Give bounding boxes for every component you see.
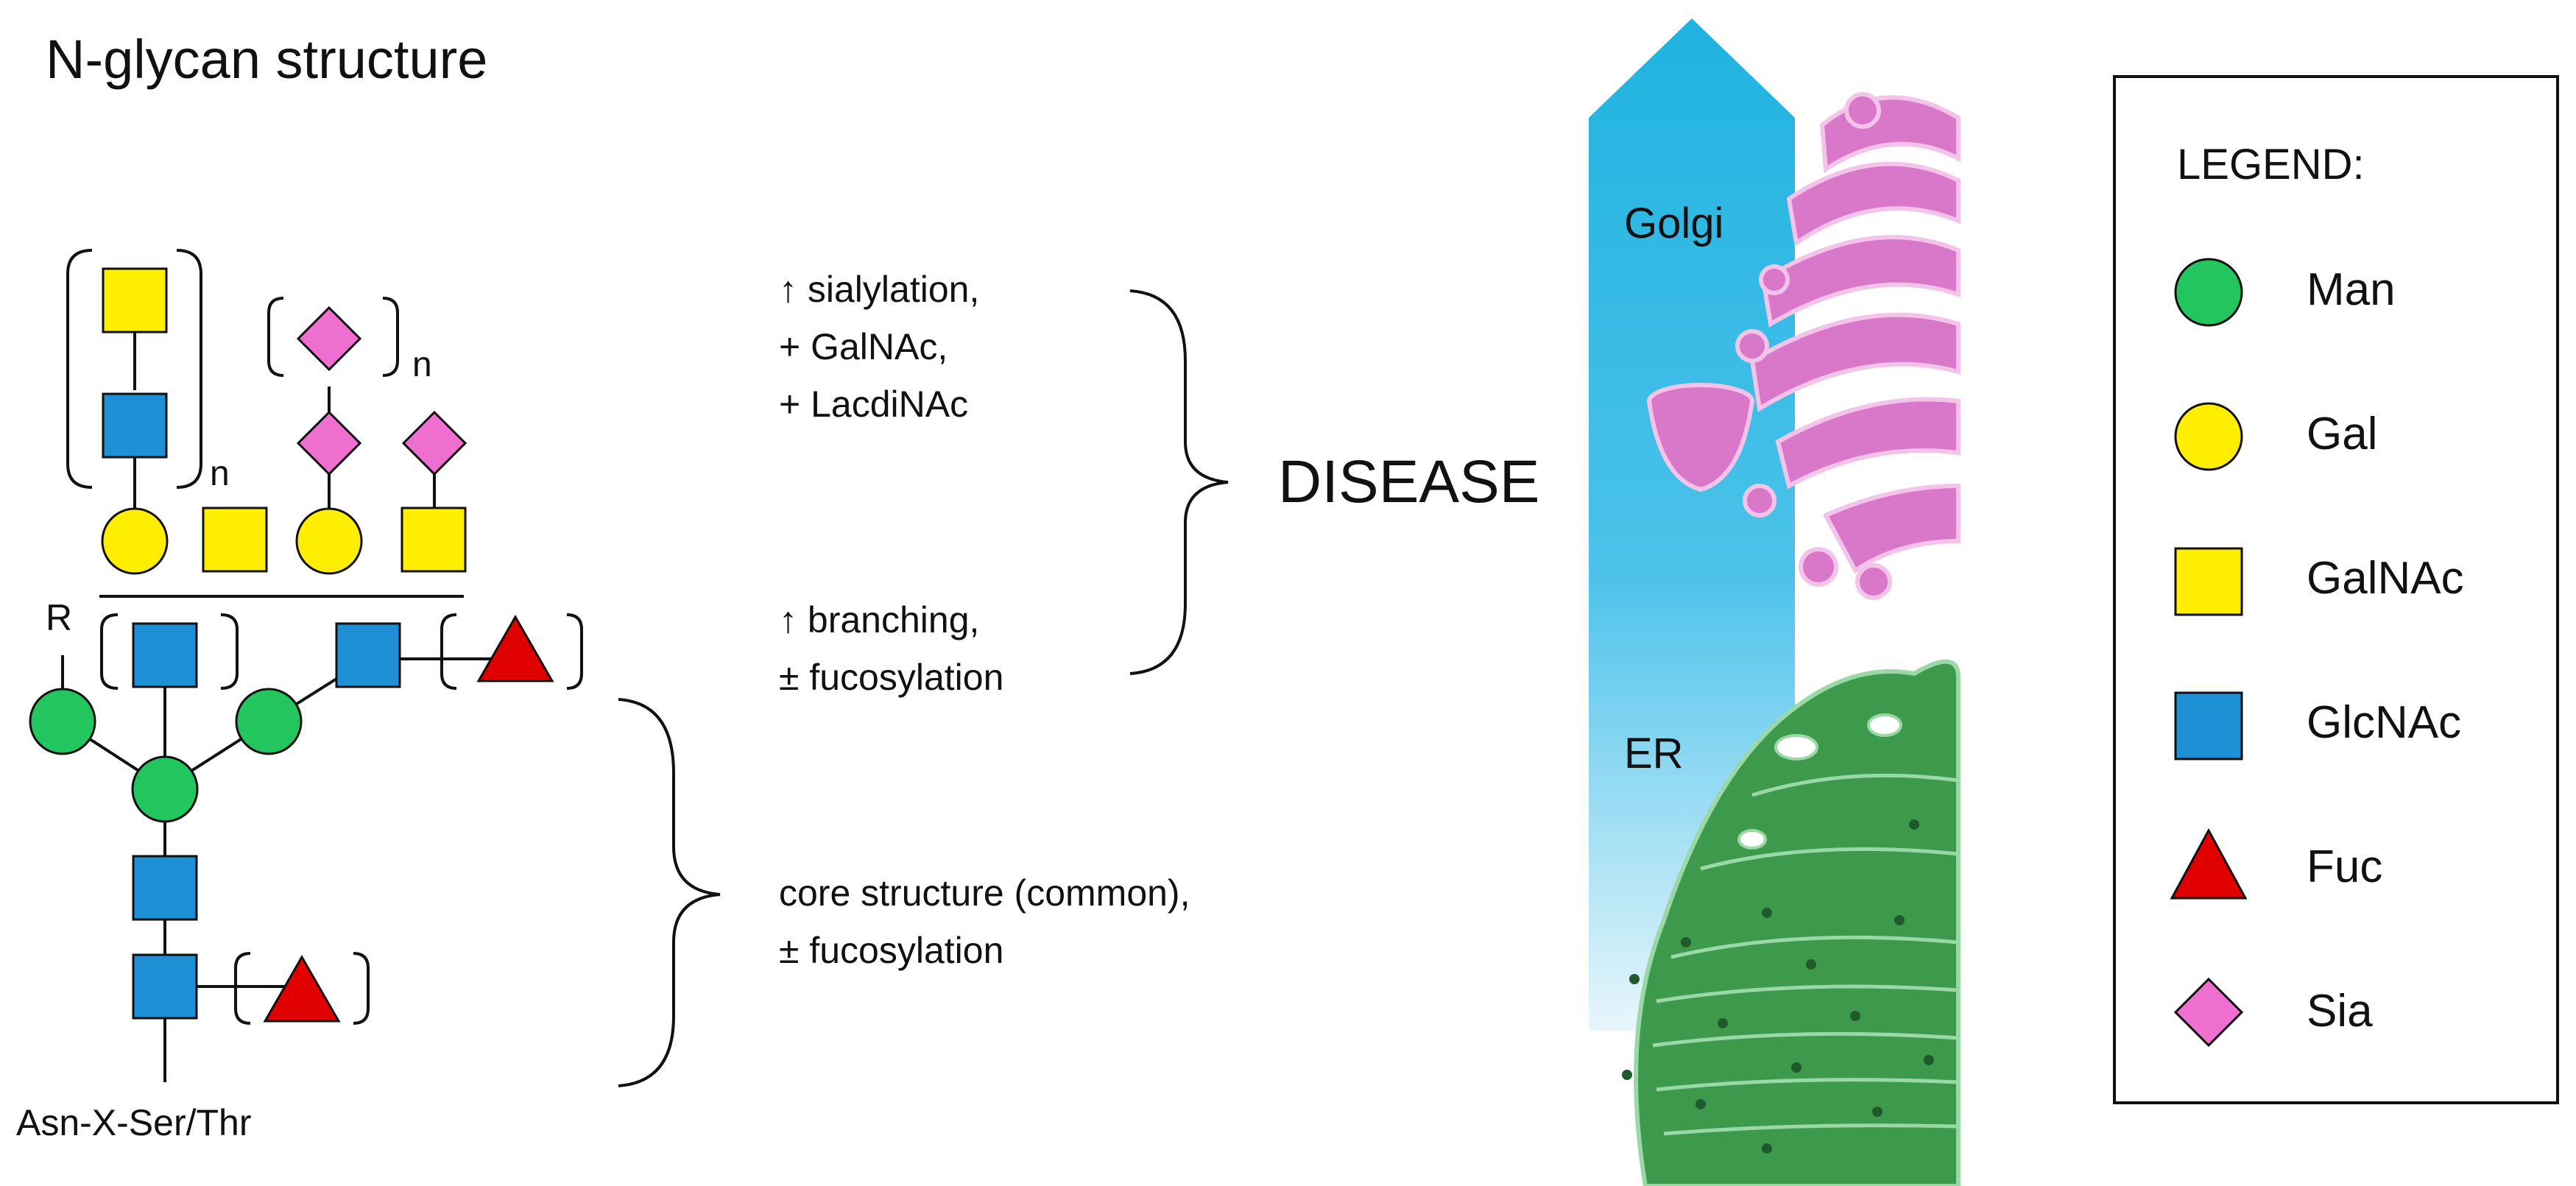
figure-title: N-glycan structure	[46, 29, 488, 90]
r-label: R	[46, 597, 73, 638]
legend-title: LEGEND:	[2177, 141, 2365, 188]
er-icon	[1622, 659, 1961, 1186]
er-label: ER	[1624, 730, 1684, 777]
glycosylation-site-label: Asn-X-Ser/Thr	[16, 1102, 252, 1143]
man-circle-icon	[2174, 258, 2243, 327]
glcnac-square-icon	[132, 622, 198, 688]
fuc-triangle-icon	[476, 614, 554, 682]
legend-box	[2113, 75, 2559, 1104]
legend-symbols	[2170, 258, 2248, 1048]
legend-label-glcnac: GlcNAc	[2307, 697, 2462, 748]
legend-label-galnac: GalNAc	[2307, 553, 2464, 604]
gal-circle-icon	[295, 507, 363, 575]
glcnac-square-icon	[132, 855, 198, 921]
galnac-square-icon	[2174, 547, 2243, 616]
sia-diamond-icon	[296, 410, 362, 476]
man-circle-icon	[29, 688, 96, 755]
note-line: + LacdiNAc	[779, 384, 969, 425]
golgi-icon	[1647, 92, 1961, 600]
legend-label-gal: Gal	[2307, 409, 2378, 459]
galnac-square-icon	[102, 267, 168, 333]
note-sialylation: ↑ sialylation, + GalNAc, + LacdiNAc	[779, 261, 979, 433]
note-line: ± fucosylation	[779, 657, 1004, 698]
glcnac-square-icon	[132, 953, 198, 1020]
man-circle-icon	[131, 755, 199, 823]
gal-circle-icon	[101, 507, 169, 575]
note-line: + GalNAc,	[779, 326, 948, 367]
fuc-triangle-icon	[2170, 827, 2248, 900]
brace-disease	[1129, 289, 1229, 675]
repeat-n-label: n	[412, 345, 432, 384]
glcnac-square-icon	[335, 622, 401, 688]
note-branching: ↑ branching, ± fucosylation	[779, 591, 1003, 706]
braces	[618, 289, 1229, 1087]
golgi-label: Golgi	[1624, 200, 1724, 247]
repeat-n-label: n	[210, 454, 230, 493]
note-core-structure: core structure (common), ± fucosylation	[779, 864, 1190, 979]
brace-core	[618, 698, 721, 1087]
note-line: ↑ sialylation,	[779, 269, 980, 310]
fuc-triangle-icon	[263, 954, 341, 1023]
galnac-square-icon	[202, 506, 268, 573]
n-glycan-diagram	[29, 249, 583, 1082]
note-line: ↑ branching,	[779, 599, 980, 640]
disease-label: DISEASE	[1278, 448, 1540, 515]
glcnac-square-icon	[2174, 691, 2243, 760]
gal-circle-icon	[2174, 402, 2243, 471]
glcnac-square-icon	[102, 392, 168, 459]
galnac-square-icon	[400, 506, 467, 573]
sia-diamond-icon	[2173, 977, 2244, 1048]
legend-label-man: Man	[2307, 264, 2396, 315]
note-line: core structure (common),	[779, 872, 1190, 914]
sia-diamond-icon	[401, 410, 467, 476]
legend-label-fuc: Fuc	[2307, 841, 2383, 892]
organelle-panel	[1589, 18, 1961, 1186]
note-line: ± fucosylation	[779, 930, 1004, 971]
sia-diamond-icon	[296, 306, 362, 372]
legend-label-sia: Sia	[2307, 986, 2373, 1037]
man-circle-icon	[235, 688, 303, 755]
